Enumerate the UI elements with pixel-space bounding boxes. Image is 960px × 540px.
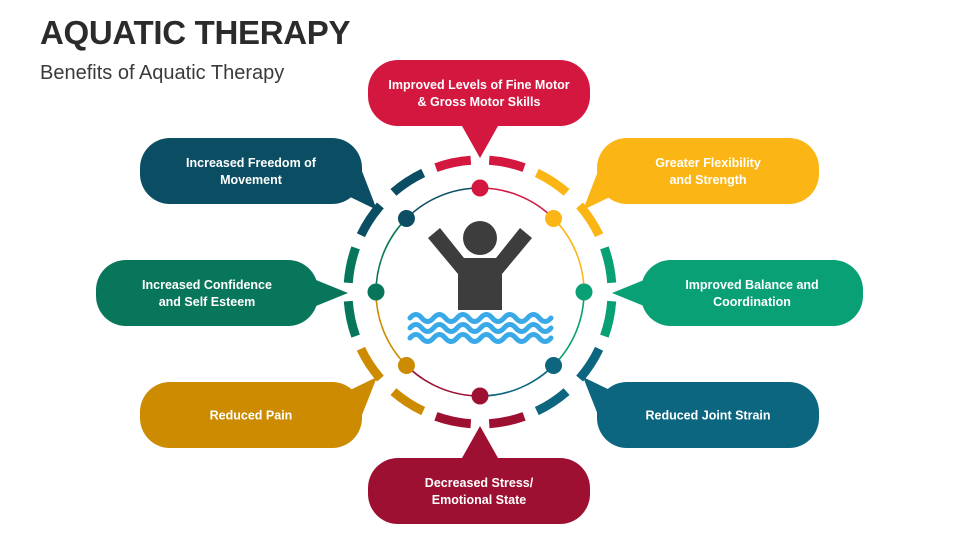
ring-segment bbox=[600, 246, 617, 284]
benefit-bubble-freedom: Increased Freedom of Movement bbox=[140, 138, 377, 210]
ring-segment bbox=[390, 168, 426, 196]
benefit-label: Emotional State bbox=[432, 493, 527, 507]
ring-segment bbox=[356, 346, 384, 382]
ring-segment bbox=[576, 346, 604, 382]
benefit-label: Improved Levels of Fine Motor bbox=[388, 78, 569, 92]
benefit-label: Increased Freedom of bbox=[186, 156, 317, 170]
ring-segment bbox=[488, 155, 526, 172]
inner-ring-segment bbox=[479, 187, 555, 220]
wave-line bbox=[407, 332, 554, 344]
benefit-label: and Self Esteem bbox=[159, 295, 256, 309]
wave-line bbox=[407, 312, 554, 324]
bubble-body bbox=[140, 382, 362, 448]
benefit-label: Decreased Stress/ bbox=[425, 476, 534, 490]
water-waves bbox=[407, 312, 554, 344]
ring-dot bbox=[545, 209, 563, 227]
outer-ring bbox=[343, 155, 617, 429]
bubble-tail bbox=[462, 426, 498, 458]
bubble-tail bbox=[346, 166, 377, 210]
bubble-body bbox=[96, 260, 318, 326]
inner-ring-segment bbox=[405, 187, 481, 220]
benefit-label: & Gross Motor Skills bbox=[418, 95, 541, 109]
ring-segment bbox=[534, 388, 570, 416]
ring-dot bbox=[471, 387, 489, 405]
benefit-bubble-pain: Reduced Pain bbox=[140, 377, 377, 448]
bubble-tail bbox=[462, 126, 498, 158]
benefit-label: Improved Balance and bbox=[685, 278, 818, 292]
bubble-body bbox=[140, 138, 362, 204]
ring-segment bbox=[600, 300, 617, 338]
benefit-label: Greater Flexibility bbox=[655, 156, 761, 170]
ring-segment bbox=[434, 155, 472, 172]
ring-dot bbox=[397, 357, 415, 375]
benefit-label: Movement bbox=[220, 173, 283, 187]
benefit-label: and Strength bbox=[669, 173, 746, 187]
bubble-tail bbox=[346, 377, 377, 420]
swimmer-body bbox=[428, 228, 532, 310]
ring-dot bbox=[397, 209, 415, 227]
benefit-bubble-joint-strain: Reduced Joint Strain bbox=[583, 377, 819, 448]
inner-ring-segment bbox=[479, 364, 555, 397]
ring-segment bbox=[434, 412, 472, 429]
ring-dot bbox=[367, 283, 385, 301]
inner-ring-segment bbox=[405, 364, 481, 397]
ring-dot bbox=[545, 357, 563, 375]
ring-segment bbox=[390, 388, 426, 416]
inner-ring-segment bbox=[375, 217, 408, 293]
benefit-label: Reduced Joint Strain bbox=[645, 409, 770, 423]
benefit-bubble-stress: Decreased Stress/Emotional State bbox=[368, 426, 590, 524]
benefit-label: Coordination bbox=[713, 295, 791, 309]
ring-dot bbox=[575, 283, 593, 301]
swimmer-in-water-icon bbox=[407, 221, 554, 344]
bubble-body bbox=[641, 260, 863, 326]
bubble-body bbox=[597, 382, 819, 448]
benefit-label: Increased Confidence bbox=[142, 278, 272, 292]
inner-ring-segment bbox=[552, 291, 585, 367]
bubble-body bbox=[597, 138, 819, 204]
benefit-label: Reduced Pain bbox=[210, 409, 293, 423]
bubble-tail bbox=[316, 280, 348, 306]
inner-ring-segment bbox=[375, 291, 408, 367]
ring-segment bbox=[343, 246, 360, 284]
inner-ring-segment bbox=[552, 217, 585, 293]
swimmer-head bbox=[463, 221, 497, 255]
benefit-bubble-confidence: Increased Confidence and Self Esteem bbox=[96, 260, 348, 326]
ring-segment bbox=[343, 300, 360, 338]
ring-segment bbox=[534, 168, 570, 196]
ring-segment bbox=[488, 412, 526, 429]
benefit-bubble-flexibility: Greater Flexibility and Strength bbox=[583, 138, 819, 210]
ring-segment bbox=[356, 202, 384, 238]
bubble-tail bbox=[612, 280, 644, 306]
page-title: AQUATIC THERAPY bbox=[40, 14, 351, 51]
wave-line bbox=[407, 322, 554, 334]
benefit-bubble-fine-motor: Improved Levels of Fine Motor & Gross Mot… bbox=[368, 60, 590, 158]
bubble-tail bbox=[583, 166, 614, 210]
bubble-body bbox=[368, 458, 590, 524]
page-subtitle: Benefits of Aquatic Therapy bbox=[40, 62, 285, 84]
bubble-body bbox=[368, 60, 590, 126]
bubble-tail bbox=[583, 377, 614, 420]
ring-dot bbox=[471, 179, 489, 197]
ring-segment bbox=[576, 202, 604, 238]
